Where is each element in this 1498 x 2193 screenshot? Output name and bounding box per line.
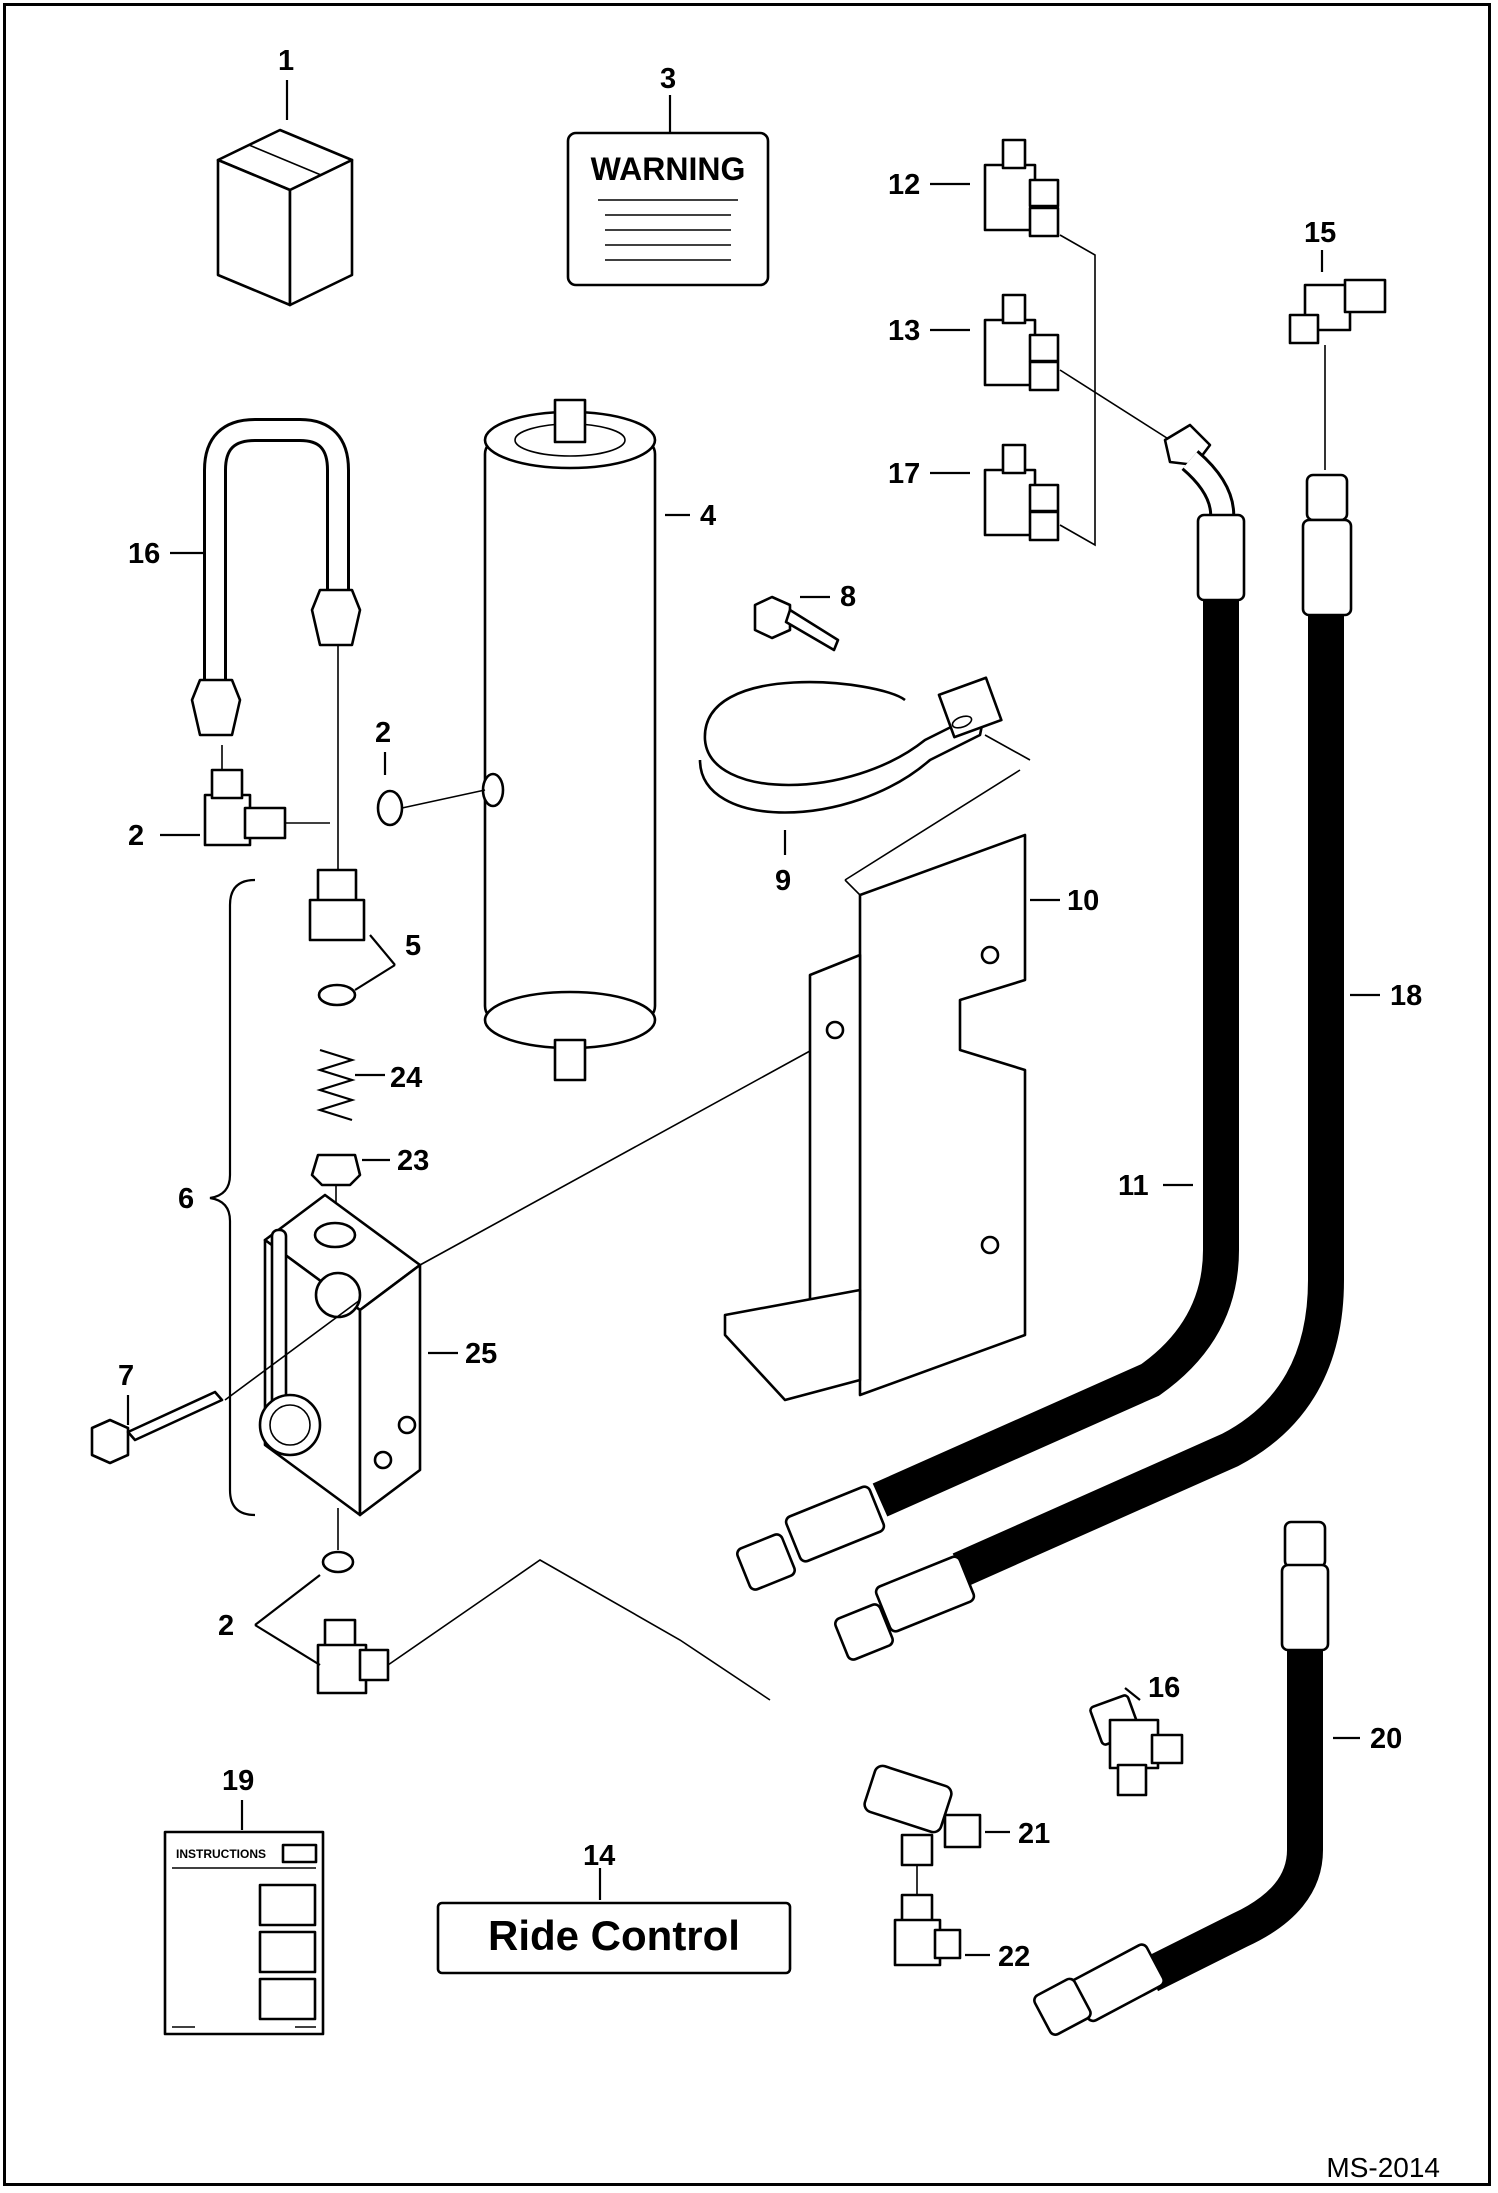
part-9-clamp: 9	[698, 676, 1031, 897]
part-11-tube: 16	[128, 418, 362, 737]
callout-21: 21	[1018, 1818, 1050, 1850]
part-1-box: 1	[216, 45, 354, 307]
callout-2-lower: 2	[218, 1610, 234, 1642]
callout-1: 1	[278, 45, 294, 77]
callout-13: 11	[1118, 1170, 1149, 1202]
callout-14: 12	[888, 169, 920, 201]
instructions-label-text: INSTRUCTIONS	[176, 1847, 266, 1861]
part-16-elbow-upper: 15	[1288, 217, 1387, 470]
callout-16-lower: 16	[1148, 1672, 1180, 1704]
part-8-bolt: 8	[753, 581, 856, 652]
callout-8: 8	[840, 581, 856, 613]
callout-25: 25	[465, 1338, 497, 1370]
callout-22: 22	[998, 1941, 1030, 1973]
ride-control-label-text: Ride Control	[488, 1912, 740, 1959]
part-24-spring: 24	[316, 1048, 422, 1122]
part-19-instructions-manual: INSTRUCTIONS 19	[163, 1765, 325, 2036]
callout-12: 14	[583, 1840, 615, 1872]
callout-18: 18	[1390, 980, 1422, 1012]
part-2-elbow-lower: 2	[218, 1508, 771, 1701]
diagram-border	[3, 3, 1491, 2186]
part-17-tee-fitting: 17	[888, 443, 1060, 542]
callout-11: 16	[128, 538, 160, 570]
part-6-assembly-brace: 6	[178, 878, 256, 1517]
callout-4: 4	[700, 500, 716, 532]
callout-17: 17	[888, 458, 920, 490]
callout-15: 13	[888, 315, 920, 347]
callout-5: 5	[405, 930, 421, 962]
leader-15-to-hose	[1059, 369, 1171, 441]
drawing-number: MS-2014	[1326, 2152, 1440, 2183]
callout-2-middle: 2	[375, 717, 391, 749]
part-16-tee-lower: 16	[1089, 1672, 1184, 1797]
part-13-hose: 11	[736, 423, 1246, 1591]
warning-label-text: WARNING	[591, 151, 746, 187]
tee-fittings-bracket-line	[1059, 234, 1096, 547]
part-14-tee-fitting: 12	[888, 138, 1060, 238]
part-2-oring-middle: 2	[375, 717, 486, 827]
callout-23: 23	[397, 1145, 429, 1177]
part-23-poppet: 23	[310, 1145, 429, 1215]
part-18-hose: 18	[834, 473, 1422, 1661]
part-22-elbow: 22	[893, 1893, 1030, 1973]
callout-10: 10	[1067, 885, 1099, 917]
part-3-warning-decal: WARNING 3	[566, 63, 770, 287]
part-5-fitting: 5	[308, 645, 421, 1007]
part-20-hose: 20	[1033, 1520, 1402, 2036]
part-4-accumulator: 4	[481, 398, 716, 1082]
part-10-mount-bracket: 10	[723, 769, 1099, 1402]
part-2-elbow-upper: 2	[128, 745, 330, 852]
callout-6: 6	[178, 1183, 194, 1215]
callout-3: 3	[660, 63, 676, 95]
callout-16-upper: 15	[1304, 217, 1336, 249]
callout-9: 9	[775, 865, 791, 897]
callout-19: 19	[222, 1765, 254, 1797]
part-15-tee-fitting: 13	[888, 293, 1060, 392]
part-25-valve-block: 25	[224, 1039, 831, 1517]
callout-7: 7	[118, 1360, 134, 1392]
part-12-ride-control-decal: Ride Control 14	[436, 1840, 792, 1975]
part-21-swivel-tee: 21	[863, 1764, 1050, 1895]
callout-2-upper: 2	[128, 820, 144, 852]
callout-20: 20	[1370, 1723, 1402, 1755]
part-7-bolt: 7	[90, 1360, 224, 1465]
callout-24: 24	[390, 1062, 422, 1094]
